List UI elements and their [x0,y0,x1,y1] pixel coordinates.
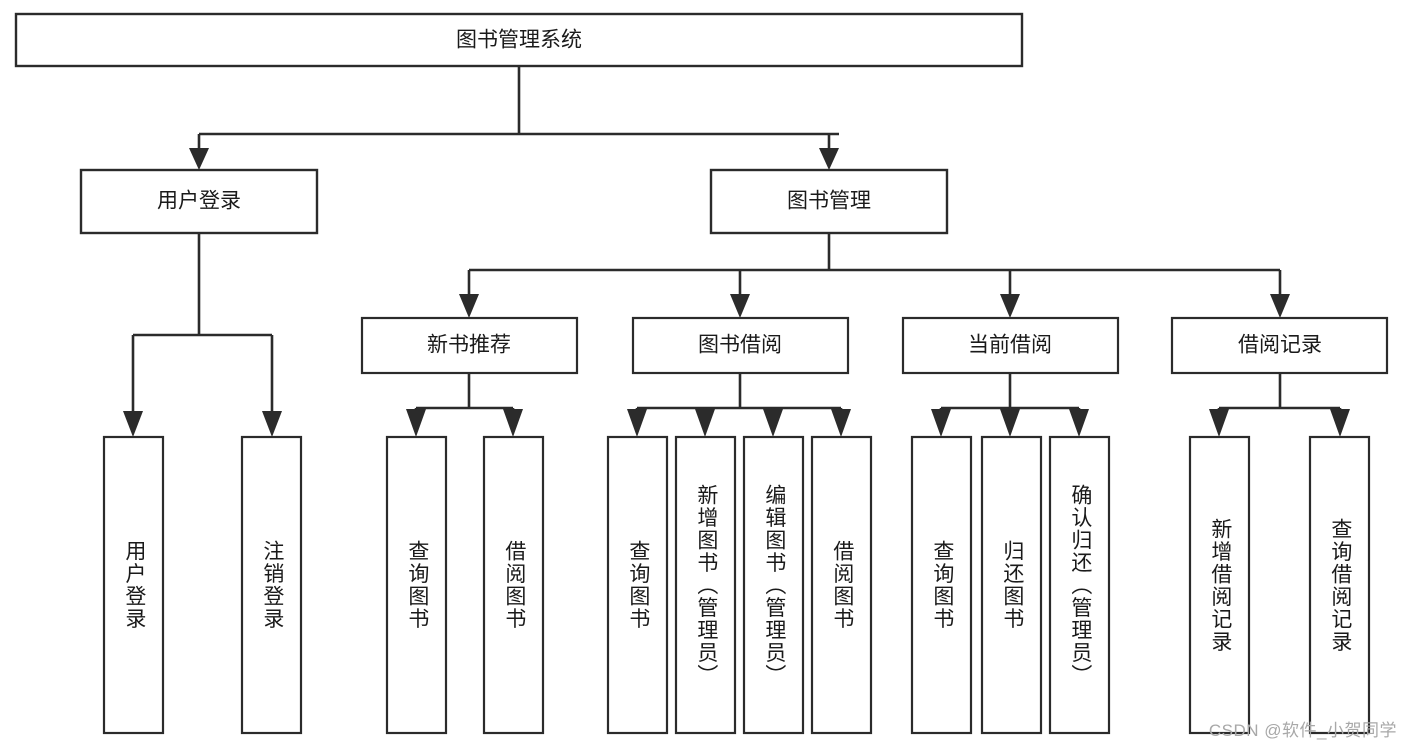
arrow-head-leaf-borrow-book [831,409,851,437]
arrow-head-leaf-add-borrow-record [1209,409,1229,437]
arrow-head-new-book-recommend [459,294,479,318]
arrow-head-book-management [819,148,839,170]
node-label-borrow-record: 借阅记录 [1238,334,1322,357]
arrow-head-leaf-query-book-current [931,409,951,437]
leaf-box-add-borrow-record[interactable] [1188,435,1251,735]
node-label-book-management: 图书管理 [787,190,871,213]
csdn-watermark: CSDN @软件_小贺同学 [1208,721,1397,740]
leaf-box-query-book-current[interactable] [910,435,973,735]
arrow-head-leaf-return-book [1000,409,1020,437]
arrow-head-leaf-query-book-borrow [627,409,647,437]
connector-book-management-to-level2 [459,233,1290,318]
leaf-box-query-borrow-record[interactable] [1308,435,1371,735]
leaf-box-add-book-admin[interactable] [674,435,737,735]
leaf-box-borrow-book-rec[interactable] [482,435,545,735]
node-label-user-login: 用户登录 [157,190,241,213]
node-box-user-login[interactable] [79,168,319,235]
leaf-box-return-book[interactable] [980,435,1043,735]
connector-book-borrow-to-leaves [627,373,851,437]
arrow-head-leaf-query-borrow-record [1330,409,1350,437]
leaf-box-query-book-rec[interactable] [385,435,448,735]
node-label-book-borrow: 图书借阅 [698,334,782,357]
leaf-box-edit-book-admin[interactable] [742,435,805,735]
node-label-root: 图书管理系统 [456,29,582,52]
arrow-head-leaf-query-book-rec [406,409,426,437]
node-box-current-borrow[interactable] [901,316,1120,375]
connector-current-borrow-to-leaves [931,373,1089,437]
arrow-head-leaf-logout [262,411,282,437]
leaf-box-logout[interactable] [240,435,303,735]
node-box-new-book-recommend[interactable] [360,316,579,375]
connector-user-login-to-leaves [123,233,282,437]
node-label-current-borrow: 当前借阅 [968,334,1052,357]
arrow-head-leaf-edit-book-admin [763,409,783,437]
arrow-head-current-borrow [1000,294,1020,318]
connector-root-to-level1 [189,66,839,170]
arrow-head-borrow-record [1270,294,1290,318]
leaf-box-borrow-book[interactable] [810,435,873,735]
arrow-head-leaf-user-login [123,411,143,437]
connector-new-book-recommend-to-leaves [406,373,523,437]
arrow-head-leaf-add-book-admin [695,409,715,437]
leaf-box-query-book-borrow[interactable] [606,435,669,735]
node-label-new-book-recommend: 新书推荐 [427,334,511,357]
leaf-box-confirm-return-admin[interactable] [1048,435,1111,735]
arrow-head-book-borrow [730,294,750,318]
arrow-head-leaf-borrow-book-rec [503,409,523,437]
node-box-root[interactable] [14,12,1024,68]
arrow-head-leaf-confirm-return-admin [1069,409,1089,437]
arrow-head-user-login [189,148,209,170]
connector-borrow-record-to-leaves [1209,373,1350,437]
leaf-box-user-login[interactable] [102,435,165,735]
